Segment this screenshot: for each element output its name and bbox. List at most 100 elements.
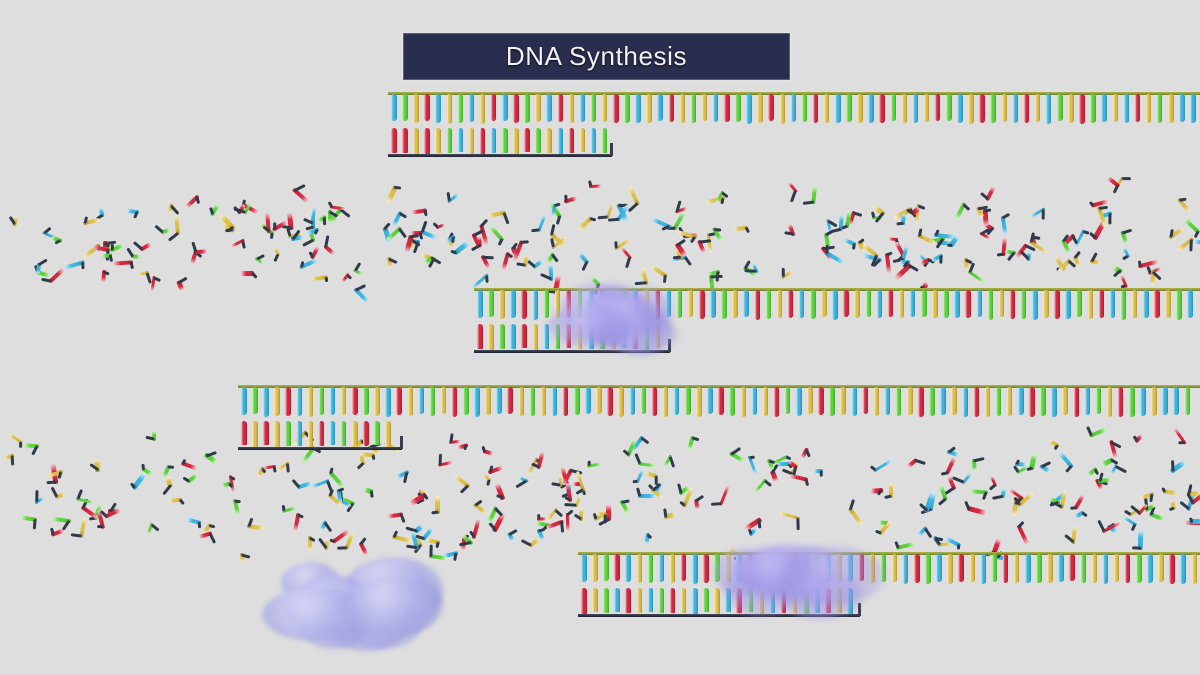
free-nucleotide (307, 263, 336, 292)
free-nucleotide (682, 484, 712, 514)
template-base (624, 94, 630, 123)
nucleotide-phosphate-tail (80, 262, 84, 270)
template-base (418, 387, 425, 415)
new-strand-base (521, 324, 527, 349)
template-base (568, 94, 575, 124)
template-base (1168, 94, 1174, 124)
template-base (776, 290, 783, 318)
template-base (546, 94, 552, 122)
template-base (884, 387, 891, 415)
template-base (1143, 290, 1149, 318)
template-base (474, 387, 480, 417)
template-base (1091, 554, 1098, 584)
template-base (657, 94, 663, 122)
free-nucleotide (68, 512, 98, 542)
new-strand-base (814, 588, 820, 613)
template-base (1147, 554, 1153, 584)
new-strand-base (546, 128, 552, 154)
nucleotide-phosphate-tail (714, 227, 722, 231)
nucleotide-phosphate-tail (520, 240, 529, 244)
template-base (1020, 290, 1027, 319)
nucleotide-phosphate-tail (170, 204, 180, 215)
new-strand-base (543, 324, 550, 350)
nucleotide-phosphate-tail (154, 224, 164, 234)
new-strand-base (479, 128, 486, 154)
nucleotide-phosphate-tail (459, 540, 471, 546)
new-strand-base (614, 588, 620, 613)
template-base (510, 290, 516, 319)
nucleotide-base (1101, 521, 1121, 534)
nucleotide-phosphate-tail (1186, 492, 1195, 504)
template-base (1032, 290, 1038, 320)
nucleotide-phosphate-tail (398, 211, 407, 219)
new-strand-base (825, 588, 831, 614)
template-base (643, 290, 650, 319)
template-base (318, 387, 325, 415)
nucleotide-phosphate-tail (369, 490, 374, 499)
template-base (925, 554, 931, 584)
template-base (446, 94, 453, 124)
template-base (329, 387, 336, 416)
nucleotide-phosphate-tail (695, 494, 705, 503)
new-strand-base (565, 324, 572, 349)
template-base (1112, 94, 1119, 123)
nucleotide-phosphate-tail (1094, 468, 1101, 476)
template-base (1117, 387, 1124, 417)
new-strand-base (568, 128, 575, 153)
template-base (991, 554, 998, 582)
free-nucleotide (425, 493, 451, 519)
template-base (1134, 94, 1141, 122)
template-base (765, 290, 772, 319)
template-base (790, 94, 797, 123)
template-base (958, 554, 964, 583)
new-strand-base (391, 128, 397, 154)
nucleotide-phosphate-tail (711, 501, 722, 506)
template-base (1047, 554, 1053, 584)
nucleotide-phosphate-tail (783, 231, 794, 236)
floating-enzyme-cloud (261, 556, 445, 651)
template-base (592, 554, 598, 582)
template-base (613, 94, 619, 124)
template-base (951, 387, 957, 416)
free-nucleotide (436, 427, 465, 456)
template-base (599, 290, 605, 318)
nucleotide-phosphate-tail (781, 267, 785, 277)
nucleotide-phosphate-tail (1132, 545, 1142, 550)
template-base (1151, 387, 1157, 417)
template-base (1123, 94, 1130, 124)
template-base (263, 387, 269, 417)
nucleotide-phosphate-tail (1030, 232, 1036, 243)
nucleotide-phosphate-tail (1049, 500, 1059, 508)
template-base (636, 554, 643, 583)
new-strand-base (725, 588, 731, 613)
nucleotide-phosphate-tail (356, 462, 365, 470)
new-strand-base (736, 588, 742, 613)
template-base (1051, 387, 1057, 417)
free-nucleotide (0, 210, 31, 243)
new-strand-base (510, 324, 516, 350)
nucleotide-phosphate-tail (914, 458, 927, 466)
new-strand-base (692, 588, 698, 614)
new-strand-base (446, 128, 453, 153)
template-base (1173, 387, 1179, 415)
template-base (890, 94, 897, 122)
template-base (895, 387, 902, 417)
free-nucleotide (633, 519, 663, 549)
template-base (632, 290, 638, 318)
template-base (477, 290, 483, 318)
free-nucleotide (226, 536, 258, 568)
template-base (1124, 554, 1131, 583)
template-base (957, 94, 963, 123)
template-base (984, 387, 991, 417)
new-strand-base (654, 324, 661, 349)
new-strand-base (581, 588, 587, 614)
template-base (740, 387, 747, 417)
nucleotide-phosphate-tail (825, 245, 829, 254)
new-strand-base (318, 421, 325, 447)
template-base (865, 290, 872, 318)
free-nucleotide (84, 455, 112, 483)
template-base (1018, 387, 1024, 415)
free-nucleotide (832, 206, 863, 237)
nucleotide-phosphate-tail (744, 268, 757, 273)
template-base (932, 290, 938, 318)
